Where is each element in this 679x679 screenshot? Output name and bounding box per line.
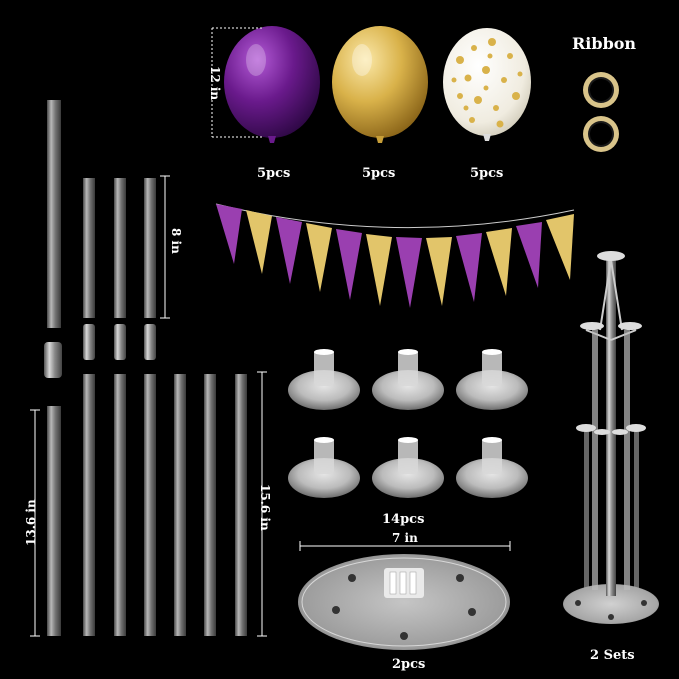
balloon-size-label: 12 in — [208, 66, 222, 101]
base-qty: 2pcs — [392, 657, 426, 672]
long-tubes-right — [83, 374, 247, 636]
tube-dimension-lines — [30, 175, 267, 637]
balloon-cups — [288, 349, 528, 498]
gold-balloon-qty: 5pcs — [362, 166, 396, 181]
short-tube-length-label: 8 in — [169, 228, 183, 254]
cups-qty: 14pcs — [382, 512, 425, 527]
ribbon-rolls — [583, 72, 619, 152]
cup — [288, 437, 360, 498]
purple-balloon — [224, 26, 320, 143]
cup — [372, 349, 444, 410]
confetti-balloon — [443, 28, 531, 141]
long-tube-right-length-label: 15.6 in — [258, 484, 272, 531]
confetti-balloon-qty: 5pcs — [470, 166, 504, 181]
cup — [456, 349, 528, 410]
gold-balloon — [332, 26, 428, 143]
cup — [288, 349, 360, 410]
base-plate — [298, 541, 511, 650]
balloon-size-dimension — [211, 27, 264, 138]
tube-connectors — [83, 324, 156, 360]
assembled-stand — [563, 251, 659, 624]
stand-qty: 2 Sets — [590, 648, 635, 663]
purple-balloon-qty: 5pcs — [257, 166, 291, 181]
cup — [372, 437, 444, 498]
short-tubes — [83, 178, 156, 318]
base-width-label: 7 in — [392, 531, 418, 545]
pennant-banner — [215, 203, 575, 308]
long-tubes-left — [44, 100, 62, 636]
ribbon-label: Ribbon — [572, 34, 637, 53]
cup — [456, 437, 528, 498]
long-tube-left-length-label: 13.6 in — [24, 499, 38, 546]
